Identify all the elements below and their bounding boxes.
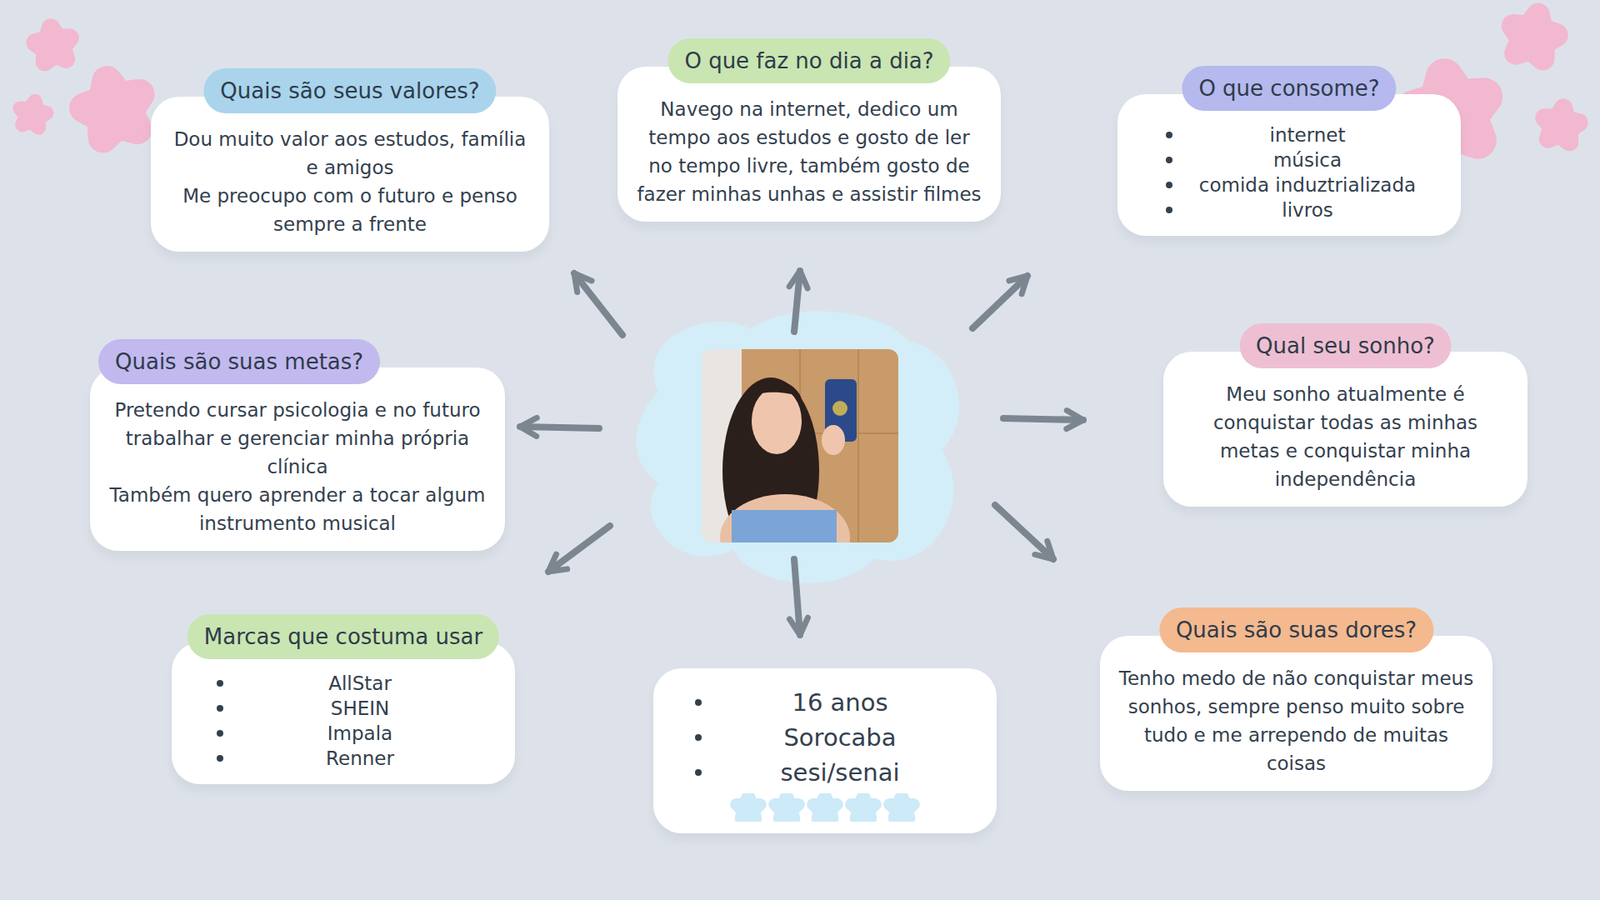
pains-card: Quais são suas dores?Tenho medo de não c…	[1100, 635, 1493, 791]
arrow	[548, 525, 610, 572]
bullet-dot	[695, 699, 702, 706]
profile-card: 16 anosSorocabasesi/senai	[653, 668, 997, 834]
heading-pill: Marcas que costuma usar	[187, 614, 500, 660]
deco-star	[1507, 10, 1560, 61]
bullet-dot	[695, 769, 702, 776]
list-text: AllStar	[223, 670, 497, 696]
bullet-item: sesi/senai	[671, 755, 979, 790]
rating-star	[813, 795, 838, 819]
bullet-dot	[695, 734, 702, 741]
heading-pill: O que faz no dia a dia?	[667, 38, 950, 84]
values-card: Quais são seus valores?Dou muito valor a…	[150, 96, 550, 252]
rating-star	[775, 795, 800, 819]
arrow	[574, 273, 623, 335]
body-text: Pretendo cursar psicologia e no futuro t…	[108, 395, 487, 481]
bullet-item: internet	[1135, 122, 1443, 148]
deco-star	[17, 98, 49, 129]
bullet-dot	[1165, 206, 1173, 214]
body-text: Navego na internet, dedico um tempo aos …	[635, 95, 983, 209]
rating-stars	[729, 793, 921, 822]
body-text: Me preocupo com o futuro e penso sempre …	[169, 181, 531, 239]
list-text: Impala	[223, 720, 497, 746]
photo-phone-art	[832, 400, 848, 416]
dream-card: Qual seu sonho?Meu sonho atualmente é co…	[1163, 351, 1528, 507]
bullet-item: AllStar	[190, 670, 497, 696]
arrow	[794, 559, 800, 635]
deco-star	[79, 74, 148, 141]
bullet-dot	[216, 730, 224, 737]
bullet-item: livros	[1135, 197, 1443, 223]
body-text: Dou muito valor aos estudos, família e a…	[169, 125, 531, 182]
list-text: internet	[1172, 122, 1443, 148]
list-text: comida induztrializada	[1172, 172, 1443, 198]
bullet-dot	[216, 680, 224, 687]
heading-pill: Quais são seus valores?	[203, 68, 496, 114]
rating-star	[851, 795, 876, 819]
body-text: Tenho medo de não conquistar meus sonhos…	[1118, 664, 1475, 778]
arrow	[995, 505, 1054, 560]
list-text: música	[1172, 147, 1443, 173]
bullet-dot	[216, 705, 224, 712]
bullet-item: 16 anos	[671, 685, 979, 720]
routine-card: O que faz no dia a dia?Navego na interne…	[617, 66, 1001, 222]
bullet-item: Impala	[190, 720, 497, 746]
list-text: 16 anos	[701, 685, 979, 720]
heading-pill: Quais são suas metas?	[98, 339, 380, 385]
arrow	[972, 275, 1028, 329]
photo-face	[751, 387, 802, 455]
photo-blob	[636, 311, 960, 584]
photo-shoulders	[720, 494, 850, 543]
bullet-dot	[1165, 156, 1173, 164]
bullet-item: Renner	[190, 745, 497, 771]
body-text: Meu sonho atualmente é conquistar todas …	[1181, 380, 1510, 494]
arrow	[1003, 418, 1084, 420]
list-text: Sorocaba	[701, 720, 979, 755]
bullet-item: música	[1135, 147, 1443, 173]
list-text: SHEIN	[223, 695, 497, 721]
arrow	[794, 270, 800, 332]
list-text: livros	[1172, 197, 1443, 223]
photo-seam	[857, 349, 860, 543]
goals-card: Quais são suas metas?Pretendo cursar psi…	[90, 367, 505, 551]
body-text: Também quero aprender a tocar algum inst…	[108, 480, 487, 538]
deco-star	[1541, 105, 1581, 143]
photo-hand	[821, 425, 845, 455]
bullet-dot	[1165, 181, 1173, 189]
deco-star	[33, 25, 73, 63]
bullet-item: SHEIN	[190, 695, 497, 721]
heading-pill: Qual seu sonho?	[1239, 323, 1452, 369]
photo-top	[731, 510, 837, 543]
rating-star	[736, 795, 761, 819]
bullet-item: Sorocaba	[671, 720, 979, 755]
brands-card: Marcas que costuma usarAllStarSHEINImpal…	[171, 642, 515, 785]
heading-pill: O que consome?	[1181, 65, 1396, 111]
heading-pill: Quais são suas dores?	[1159, 607, 1434, 653]
bullet-dot	[216, 755, 224, 762]
portrait-photo	[701, 349, 899, 543]
arrow	[520, 426, 600, 429]
bullet-item: comida induztrializada	[1135, 172, 1443, 198]
bullet-dot	[1165, 131, 1173, 139]
list-text: sesi/senai	[701, 755, 979, 790]
rating-star	[890, 795, 915, 819]
consumption-card: O que consome?internetmúsicacomida induz…	[1117, 94, 1461, 236]
photo-hair	[750, 380, 802, 399]
list-text: Renner	[223, 745, 497, 771]
